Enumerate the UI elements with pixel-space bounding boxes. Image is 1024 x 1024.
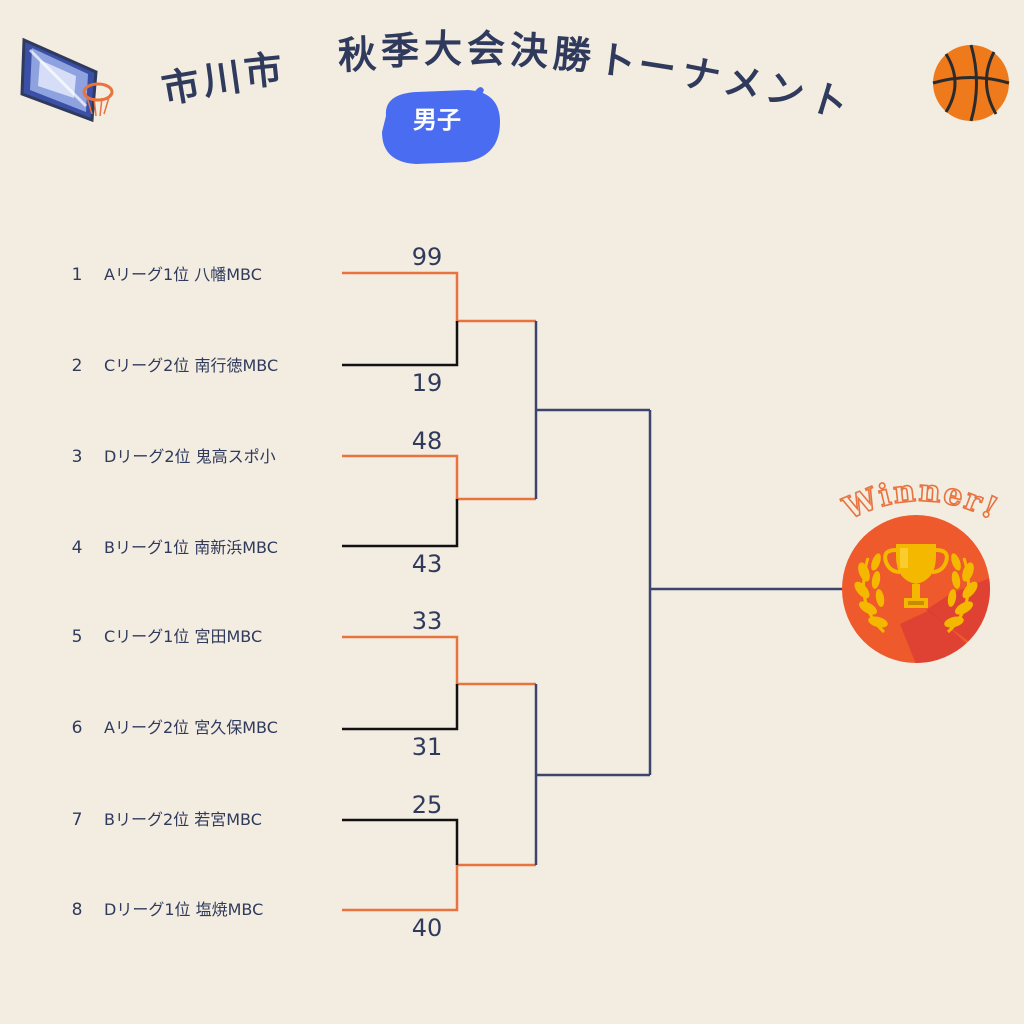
team-name: Cリーグ1位 宮田MBC	[104, 627, 263, 646]
page-title: 市 川 市 秋 季 大 会 決 勝 ト ー ナ メ ン ト	[0, 0, 1024, 140]
team-name: Aリーグ1位 八幡MBC	[104, 265, 262, 284]
score: 48	[411, 427, 443, 455]
team-name: Dリーグ2位 鬼高スポ小	[104, 447, 276, 466]
score: 19	[411, 369, 443, 397]
score: 25	[411, 791, 443, 819]
match-4-lines	[342, 818, 536, 912]
score: 33	[411, 607, 443, 635]
trophy-icon	[883, 544, 949, 608]
seed-number: 5	[71, 627, 83, 647]
trophy-badge	[842, 515, 990, 663]
basketball-hoop-icon	[20, 37, 114, 123]
semifinal-2-lines	[534, 684, 650, 865]
seed-number: 2	[71, 356, 83, 376]
team-name: Bリーグ1位 南新浜MBC	[104, 538, 278, 557]
basketball-icon	[932, 44, 1010, 122]
team-name: Dリーグ1位 塩焼MBC	[104, 900, 264, 919]
title-char: 大	[424, 27, 463, 71]
laurel-icon	[854, 553, 978, 634]
score: 43	[411, 550, 443, 578]
seed-number: 1	[71, 265, 83, 285]
match-3-lines	[342, 635, 536, 731]
category-label: 男子	[413, 106, 461, 134]
seed-number: 4	[71, 538, 83, 558]
team-name: Cリーグ2位 南行徳MBC	[104, 356, 279, 375]
team-name: Aリーグ2位 宮久保MBC	[104, 718, 278, 737]
score: 99	[411, 243, 443, 271]
match-1-lines	[342, 271, 536, 367]
final-lines	[648, 410, 846, 775]
team-name: Bリーグ2位 若宮MBC	[104, 810, 262, 829]
category-bubble	[382, 87, 500, 164]
semifinal-1-lines	[534, 321, 650, 499]
score: 31	[411, 733, 443, 761]
seed-number: 7	[71, 810, 83, 830]
seed-number: 6	[71, 718, 83, 738]
seed-number: 3	[71, 447, 83, 467]
seed-number: 8	[71, 900, 83, 920]
match-2-lines	[342, 454, 536, 548]
winner-label: Winner!	[837, 473, 1004, 528]
score: 40	[411, 914, 443, 942]
